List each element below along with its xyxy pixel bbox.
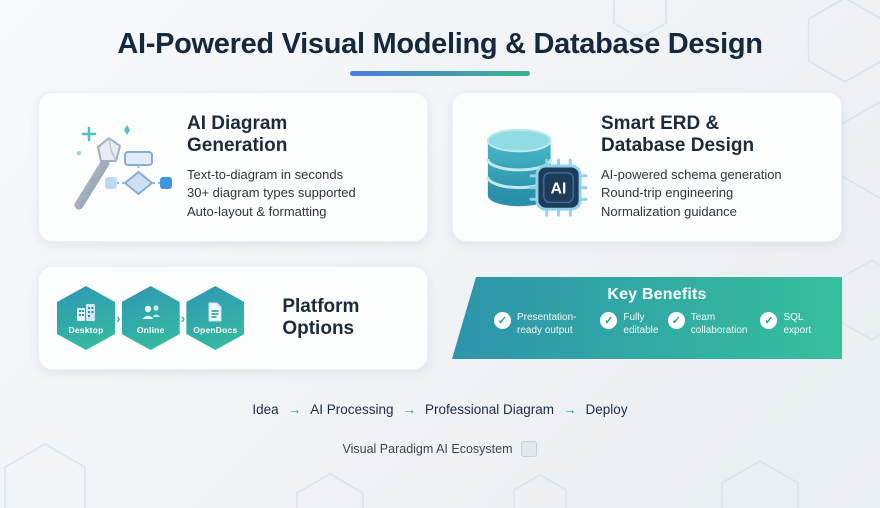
title-accent-underline bbox=[350, 71, 530, 76]
feature-line: 30+ diagram types supported bbox=[187, 185, 356, 201]
benefit-label: Presentation-ready output bbox=[517, 312, 577, 336]
chevron-right-icon: › bbox=[180, 310, 186, 326]
flow-step: Deploy bbox=[585, 402, 628, 417]
benefit-label: Team collaboration bbox=[690, 312, 748, 336]
feature-line: Normalization guidance bbox=[601, 203, 737, 219]
flow-step: Professional Diagram bbox=[424, 402, 555, 417]
arrow-right-icon: → bbox=[563, 402, 577, 417]
feature-grid: AI Diagram Generation Text-to-diagram in… bbox=[0, 92, 880, 370]
check-icon: ✓ bbox=[600, 312, 618, 329]
key-benefits-banner: Key Benefits ✓ Presentation-ready output… bbox=[452, 277, 842, 359]
feature-line: AI-powered schema generation bbox=[601, 166, 782, 182]
benefits-list: ✓ Presentation-ready output ✓ Fully edit… bbox=[494, 311, 820, 337]
platform-badge-desktop: Desktop bbox=[57, 286, 115, 350]
platform-badges: Desktop › Online › bbox=[57, 286, 245, 350]
platform-badge-label: OpenDocs bbox=[193, 324, 238, 335]
benefit-item: ✓ Team collaboration bbox=[667, 311, 761, 337]
benefits-title: Key Benefits bbox=[607, 286, 707, 303]
page-title: AI-Powered Visual Modeling & Database De… bbox=[117, 28, 763, 60]
people-icon bbox=[142, 304, 160, 319]
benefit-item: ✓ Presentation-ready output bbox=[494, 311, 600, 337]
benefit-label: Fully editable bbox=[623, 312, 659, 336]
card-text: AI Diagram Generation Text-to-diagram in… bbox=[187, 113, 356, 221]
logo-placeholder bbox=[521, 441, 538, 457]
magic-wand-flowchart-icon bbox=[51, 119, 187, 215]
card-title: Platform Options bbox=[282, 296, 360, 339]
card-platform-options: Desktop › Online › bbox=[38, 266, 428, 370]
check-icon: ✓ bbox=[494, 312, 511, 329]
platform-badge-label: Desktop bbox=[68, 324, 104, 335]
feature-line: Text-to-diagram in seconds bbox=[187, 166, 344, 182]
footer-label: Visual Paradigm AI Ecosystem bbox=[342, 442, 513, 456]
check-icon: ✓ bbox=[667, 312, 685, 329]
card-title: Smart ERD & Database Design bbox=[601, 112, 755, 157]
card-title: AI Diagram Generation bbox=[187, 112, 288, 157]
platform-badge-opendocs: OpenDocs bbox=[186, 286, 245, 350]
flow-step: AI Processing bbox=[310, 402, 394, 417]
chevron-right-icon: › bbox=[116, 310, 121, 326]
ai-chip-label: AI bbox=[551, 180, 567, 197]
card-text: Smart ERD & Database Design AI-powered s… bbox=[601, 113, 782, 221]
card-ai-diagram-generation: AI Diagram Generation Text-to-diagram in… bbox=[38, 92, 428, 242]
platform-badge-label: Online bbox=[136, 324, 165, 335]
flow-step: Idea bbox=[252, 402, 279, 417]
benefit-label: SQL export bbox=[783, 312, 812, 336]
check-icon: ✓ bbox=[760, 312, 778, 329]
document-icon bbox=[208, 302, 222, 321]
footer: Visual Paradigm AI Ecosystem bbox=[0, 441, 880, 457]
header: AI-Powered Visual Modeling & Database De… bbox=[0, 0, 880, 76]
buildings-icon bbox=[77, 303, 95, 321]
benefit-item: ✓ SQL export bbox=[760, 311, 820, 337]
arrow-right-icon: → bbox=[402, 402, 416, 417]
card-smart-erd-database-design: AI Smart ERD & Database Design AI-powere… bbox=[452, 92, 842, 242]
feature-line: Round-trip engineering bbox=[601, 185, 734, 201]
platform-badge-online: Online bbox=[121, 286, 180, 350]
arrow-right-icon: → bbox=[287, 402, 302, 417]
benefit-item: ✓ Fully editable bbox=[600, 311, 667, 337]
feature-line: Auto-layout & formatting bbox=[187, 203, 327, 219]
database-ai-chip-icon: AI bbox=[465, 115, 601, 219]
workflow-steps: Idea → AI Processing → Professional Diagram →… bbox=[0, 402, 880, 417]
